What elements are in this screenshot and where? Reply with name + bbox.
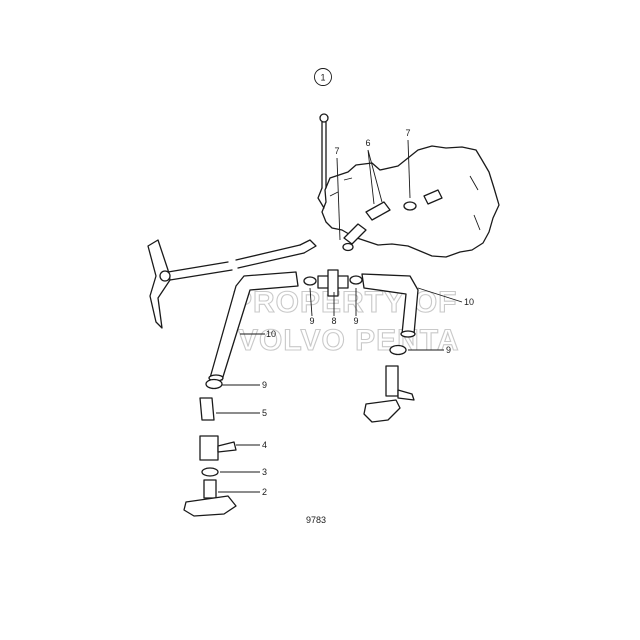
callout-9b: 9	[353, 316, 358, 326]
leader-lines	[216, 139, 463, 493]
group-number: 1	[320, 73, 325, 83]
callout-9c: 9	[446, 345, 451, 355]
callout-9a: 9	[309, 316, 314, 326]
callout-10b: 10	[464, 297, 474, 307]
watermark-line-2: VOLVO PENTA	[238, 324, 460, 357]
right-skin-fitting	[363, 365, 415, 423]
callout-9d: 9	[262, 380, 267, 390]
watermark: PROPERTY OF VOLVO PENTA	[231, 285, 460, 357]
callout-2: 2	[262, 487, 267, 497]
left-fittings	[183, 397, 237, 517]
figure-number: 9783	[306, 515, 326, 525]
callout-labels: 7 6 7 10 9 8 9 10 9 9 5 4 3 2	[262, 128, 474, 497]
callout-7b: 7	[405, 128, 410, 138]
upper-hose-parts	[342, 189, 443, 252]
callout-5: 5	[262, 408, 267, 418]
watermark-line-1: PROPERTY OF	[232, 286, 457, 319]
callout-7a: 7	[334, 146, 339, 156]
callout-3: 3	[262, 467, 267, 477]
hose-assembly	[205, 269, 419, 390]
group-number-badge: 1	[314, 68, 332, 86]
callout-10a: 10	[266, 329, 276, 339]
callout-4: 4	[262, 440, 267, 450]
callout-6: 6	[365, 138, 370, 148]
callout-8: 8	[331, 316, 336, 326]
